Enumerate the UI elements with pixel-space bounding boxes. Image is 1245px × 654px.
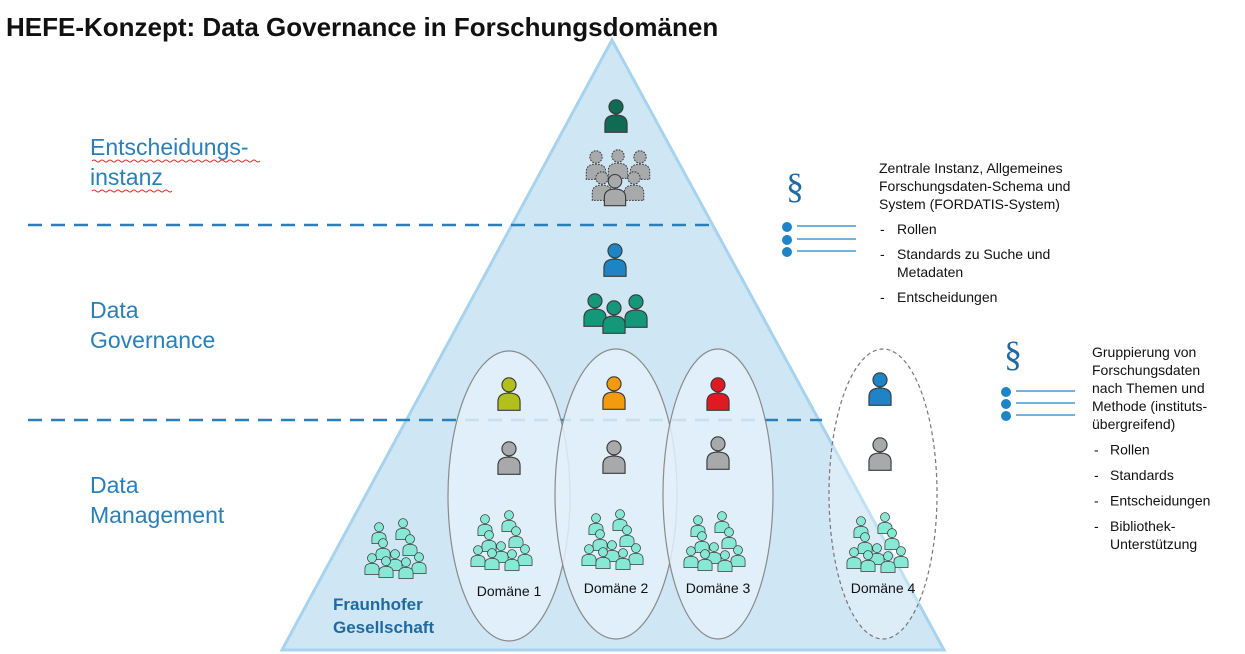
list-icon (782, 222, 856, 257)
bullet-text: Metadaten (897, 264, 963, 280)
bullet-text: Unterstützung (1110, 536, 1197, 552)
info-block-central: Zentrale Instanz, AllgemeinesForschungsd… (879, 160, 1070, 305)
info-text: Methode (instituts- (1092, 398, 1207, 414)
bullet-dash: - (1094, 442, 1099, 458)
level-label-decision-line2: instanz (90, 164, 163, 190)
info-text: Zentrale Instanz, Allgemeines (879, 160, 1063, 176)
spellcheck-underline (91, 159, 261, 163)
bullet-dash: - (880, 221, 885, 237)
list-icon (1001, 387, 1075, 421)
organization-label-line2: Gesellschaft (333, 618, 434, 637)
level-label-governance-line2: Governance (90, 327, 215, 353)
bullet-text: Entscheidungen (1110, 493, 1210, 509)
bullet-text: Bibliothek- (1110, 518, 1176, 534)
info-text: System (FORDATIS-System) (879, 196, 1060, 212)
info-text: Forschungsdaten (1092, 362, 1200, 378)
bullet-text: Standards zu Suche und (897, 246, 1050, 262)
info-text: Forschungsdaten-Schema und (879, 178, 1070, 194)
organization-label-line1: Fraunhofer (333, 595, 423, 614)
bullet-text: Standards (1110, 467, 1174, 483)
bullet-dash: - (1094, 493, 1099, 509)
paragraph-icon: § (786, 166, 804, 206)
info-text: nach Themen und (1092, 380, 1205, 396)
bullet-dash: - (1094, 518, 1099, 534)
info-text: übergreifend) (1092, 416, 1175, 432)
spellcheck-underline (91, 189, 173, 193)
bullet-dash: - (880, 246, 885, 262)
level-label-management-line1: Data (90, 472, 139, 498)
paragraph-icon: § (1004, 334, 1022, 374)
domain-3-label: Domäne 3 (686, 580, 751, 596)
bullet-dash: - (880, 289, 885, 305)
domain-1-label: Domäne 1 (477, 583, 542, 599)
level-label-governance-line1: Data (90, 297, 139, 323)
level-label-decision-line1: Entscheidungs- (90, 134, 249, 160)
bullet-text: Rollen (897, 221, 937, 237)
domain-2-label: Domäne 2 (584, 580, 649, 596)
bullet-text: Entscheidungen (897, 289, 997, 305)
domain-4-label: Domäne 4 (851, 580, 916, 596)
bullet-dash: - (1094, 467, 1099, 483)
level-label-management-line2: Management (90, 502, 225, 528)
bullet-text: Rollen (1110, 442, 1150, 458)
info-text: Gruppierung von (1092, 344, 1196, 360)
page-title: HEFE-Konzept: Data Governance in Forschu… (6, 12, 718, 42)
